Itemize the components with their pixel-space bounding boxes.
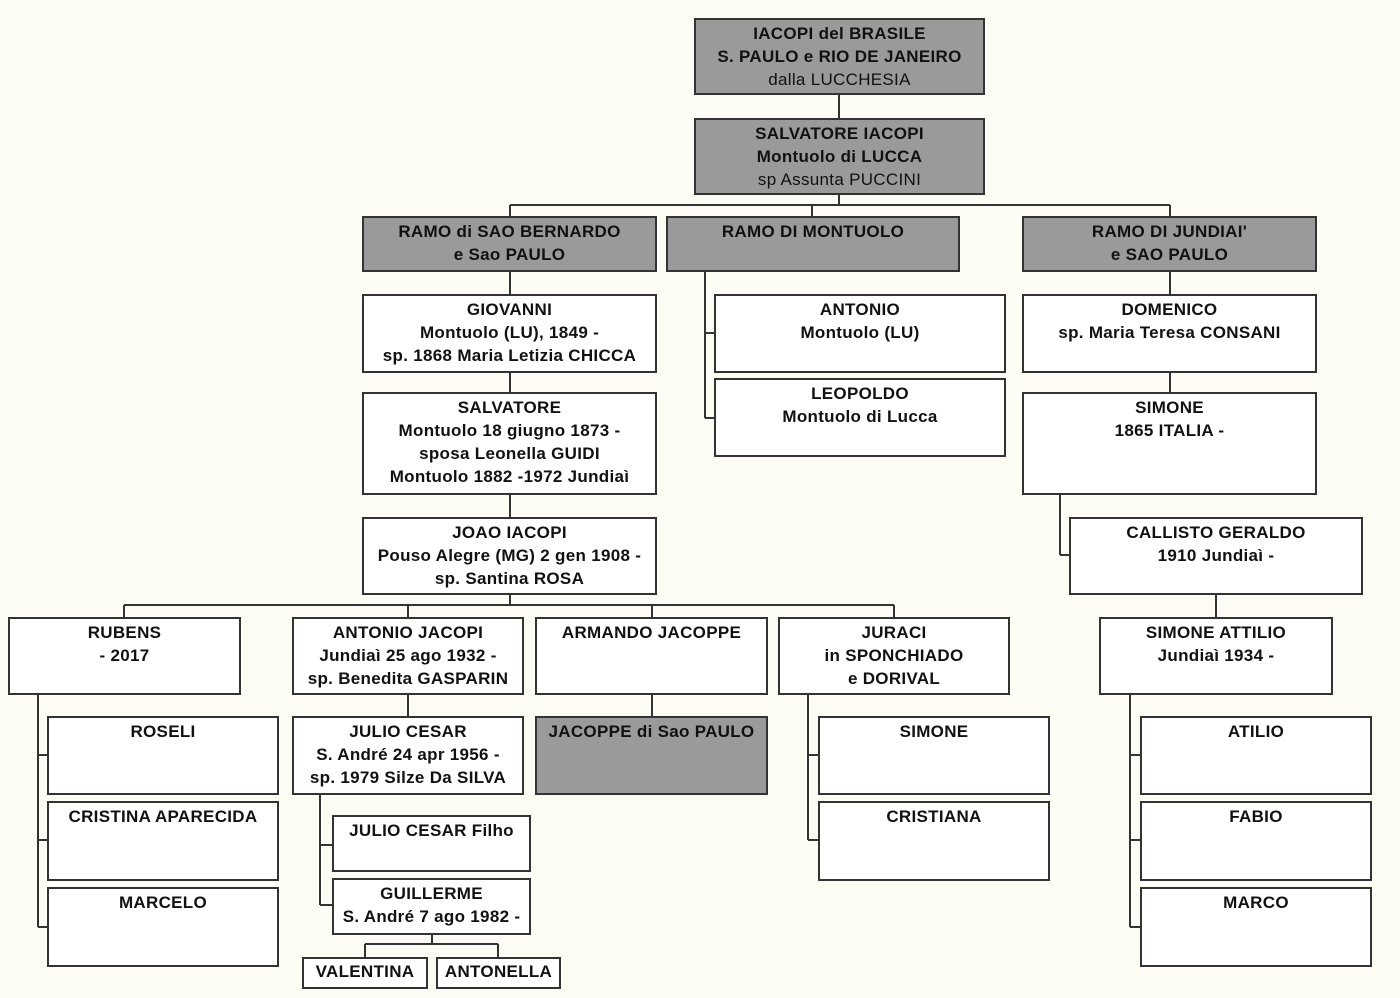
node-text-line: S. André 24 apr 1956 -: [316, 745, 500, 764]
node-antonio-montuolo: ANTONIO Montuolo (LU): [714, 294, 1006, 373]
node-salvatore-iacopi: SALVATORE IACOPI Montuolo di LUCCA sp Assu…: [694, 118, 985, 195]
node-text-line: SALVATORE IACOPI: [755, 124, 924, 143]
node-text-line: sp. Benedita GASPARIN: [307, 669, 509, 688]
node-text-line: e DORIVAL: [847, 669, 941, 688]
node-text-line: in SPONCHIADO: [824, 646, 964, 665]
node-text-line: - 2017: [99, 646, 150, 665]
node-jacoppe-sao-paulo: JACOPPE di Sao PAULO: [535, 716, 768, 795]
node-text-line: 1865 ITALIA -: [1114, 421, 1225, 440]
node-text-line: JULIO CESAR: [349, 722, 467, 741]
node-text-line: ANTONIO JACOPI: [332, 623, 484, 642]
node-domenico: DOMENICO sp. Maria Teresa CONSANI: [1022, 294, 1317, 373]
node-text-line: Pouso Alegre (MG) 2 gen 1908 -: [377, 546, 642, 565]
node-text-line: IACOPI del BRASILE: [753, 24, 926, 43]
node-text-line: GIOVANNI: [466, 300, 553, 319]
node-julio-cesar-filho: JULIO CESAR Filho: [332, 815, 531, 872]
node-text-line: Montuolo (LU): [800, 323, 920, 342]
node-leopoldo: LEOPOLDO Montuolo di Lucca: [714, 378, 1006, 457]
node-text-line: dalla LUCCHESIA: [768, 70, 911, 89]
node-text-line: sposa Leonella GUIDI: [419, 444, 600, 463]
node-roseli: ROSELI: [47, 716, 279, 795]
node-text-line: sp. Santina ROSA: [434, 569, 585, 588]
node-text-line: RAMO di SAO BERNARDO: [398, 222, 621, 241]
node-giovanni: GIOVANNI Montuolo (LU), 1849 - sp. 1868 Ma…: [362, 294, 657, 373]
node-simone-attilio: SIMONE ATTILIO Jundiaì 1934 -: [1099, 617, 1333, 695]
node-text-line: sp Assunta PUCCINI: [757, 170, 922, 189]
node-text-line: Montuolo 18 giugno 1873 -: [398, 421, 621, 440]
node-text-line: 1910 Jundiaì -: [1157, 546, 1275, 565]
node-text-line: SIMONE: [899, 722, 969, 741]
node-text-line: CRISTINA APARECIDA: [68, 807, 258, 826]
node-ramo-montuolo: RAMO DI MONTUOLO: [666, 216, 960, 272]
node-text-line: Montuolo di LUCCA: [756, 147, 923, 166]
node-text-line: CALLISTO GERALDO: [1126, 523, 1306, 542]
node-simone-s: SIMONE: [818, 716, 1050, 795]
node-text-line: e SAO PAULO: [1110, 245, 1229, 264]
node-antonella: ANTONELLA: [436, 957, 561, 989]
node-text-line: RUBENS: [87, 623, 162, 642]
node-text-line: DOMENICO: [1121, 300, 1218, 319]
node-text-line: S. André 7 ago 1982 -: [342, 907, 521, 926]
node-text-line: JULIO CESAR Filho: [349, 821, 514, 840]
node-ramo-jundiai: RAMO DI JUNDIAI' e SAO PAULO: [1022, 216, 1317, 272]
node-text-line: ANTONELLA: [444, 962, 553, 981]
node-fabio: FABIO: [1140, 801, 1372, 881]
node-marco: MARCO: [1140, 887, 1372, 967]
node-text-line: ARMANDO JACOPPE: [561, 623, 742, 642]
node-callisto-geraldo: CALLISTO GERALDO 1910 Jundiaì -: [1069, 517, 1363, 595]
node-juraci: JURACI in SPONCHIADO e DORIVAL: [778, 617, 1010, 695]
node-text-line: e Sao PAULO: [453, 245, 566, 264]
node-text-line: ATILIO: [1227, 722, 1285, 741]
node-root: IACOPI del BRASILE S. PAULO e RIO DE JANE…: [694, 18, 985, 95]
node-text-line: MARCO: [1223, 893, 1289, 912]
node-text-line: SALVATORE: [457, 398, 562, 417]
node-cristina-aparecida: CRISTINA APARECIDA: [47, 801, 279, 881]
node-text-line: GUILLERME: [380, 884, 483, 903]
node-text-line: FABIO: [1229, 807, 1283, 826]
node-text-line: JOAO IACOPI: [452, 523, 567, 542]
node-armando-jacoppe: ARMANDO JACOPPE: [535, 617, 768, 695]
node-guillerme: GUILLERME S. André 7 ago 1982 -: [332, 878, 531, 935]
node-simone: SIMONE 1865 ITALIA -: [1022, 392, 1317, 495]
node-text-line: CRISTIANA: [886, 807, 982, 826]
node-valentina: VALENTINA: [302, 957, 428, 989]
node-text-line: ANTONIO: [819, 300, 901, 319]
node-antonio-jacopi: ANTONIO JACOPI Jundiaì 25 ago 1932 - sp. B…: [292, 617, 524, 695]
node-text-line: S. PAULO e RIO DE JANEIRO: [717, 47, 962, 66]
node-text-line: ROSELI: [130, 722, 196, 741]
node-text-line: Montuolo (LU), 1849 -: [419, 323, 600, 342]
node-text-line: VALENTINA: [315, 962, 415, 981]
node-rubens: RUBENS - 2017: [8, 617, 241, 695]
node-joao-iacopi: JOAO IACOPI Pouso Alegre (MG) 2 gen 1908 …: [362, 517, 657, 595]
node-text-line: SIMONE ATTILIO: [1145, 623, 1287, 642]
node-text-line: sp. 1868 Maria Letizia CHICCA: [382, 346, 637, 365]
node-julio-cesar: JULIO CESAR S. André 24 apr 1956 - sp. 197…: [292, 716, 524, 795]
node-text-line: Jundiaì 25 ago 1932 -: [319, 646, 497, 665]
node-text-line: RAMO DI MONTUOLO: [721, 222, 905, 241]
node-text-line: JACOPPE di Sao PAULO: [548, 722, 755, 741]
node-text-line: LEOPOLDO: [811, 384, 909, 403]
node-atilio: ATILIO: [1140, 716, 1372, 795]
node-text-line: sp. Maria Teresa CONSANI: [1058, 323, 1281, 342]
node-text-line: Montuolo di Lucca: [782, 407, 938, 426]
node-text-line: SIMONE: [1135, 398, 1204, 417]
node-text-line: Jundiaì 1934 -: [1157, 646, 1275, 665]
node-marcelo: MARCELO: [47, 887, 279, 967]
node-cristiana: CRISTIANA: [818, 801, 1050, 881]
node-ramo-sao-bernardo: RAMO di SAO BERNARDO e Sao PAULO: [362, 216, 657, 272]
node-text-line: Montuolo 1882 -1972 Jundiaì: [389, 467, 630, 486]
node-salvatore: SALVATORE Montuolo 18 giugno 1873 - sposa …: [362, 392, 657, 495]
node-text-line: sp. 1979 Silze Da SILVA: [309, 768, 507, 787]
node-text-line: MARCELO: [118, 893, 208, 912]
node-text-line: JURACI: [861, 623, 927, 642]
node-text-line: RAMO DI JUNDIAI': [1091, 222, 1248, 241]
